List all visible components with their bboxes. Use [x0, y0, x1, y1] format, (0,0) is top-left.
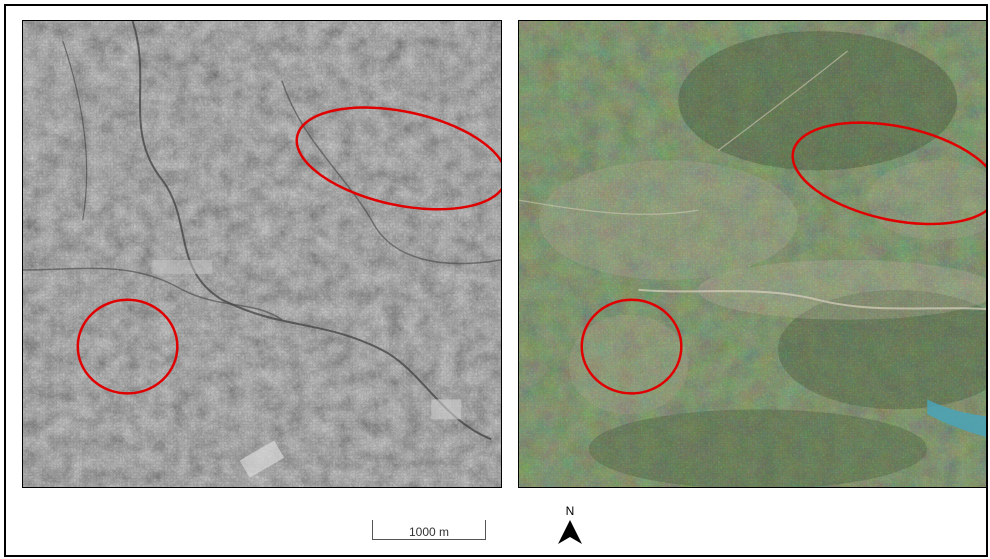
scale-bar: 1000 m: [372, 520, 486, 542]
north-label: N: [565, 504, 575, 518]
north-arrow-icon: [558, 520, 582, 544]
north-arrow: N: [556, 504, 584, 548]
aerial-color-canvas: [519, 21, 986, 487]
highlight-ellipse-southwest: [580, 298, 683, 395]
map-figure: 1000 m N: [4, 4, 988, 557]
aerial-image-color: [518, 20, 986, 488]
highlight-ellipse-northeast: [791, 121, 986, 226]
aerial-bw-canvas: [23, 21, 501, 487]
highlight-ellipse-southwest: [76, 298, 179, 395]
highlight-ellipse-northeast: [295, 106, 501, 211]
scale-bar-label: 1000 m: [408, 525, 450, 539]
scale-bar-line: [372, 520, 486, 540]
aerial-image-bw: [22, 20, 502, 488]
